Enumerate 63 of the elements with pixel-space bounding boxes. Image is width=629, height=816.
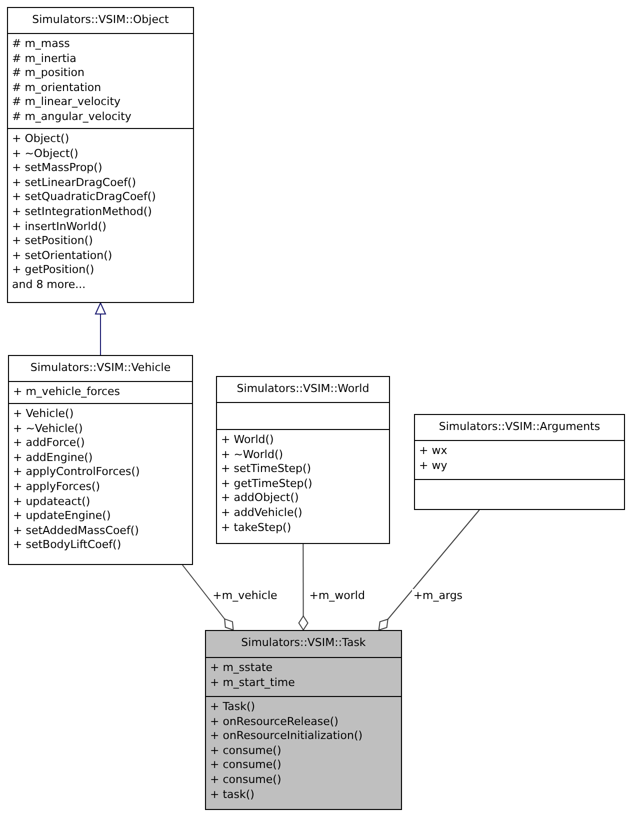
member-text: + Vehicle() (13, 407, 74, 422)
member-text: + setMassProp() (12, 161, 102, 176)
member-text: + applyControlForces() (13, 465, 140, 480)
connector (182, 564, 234, 630)
class-box (205, 630, 402, 810)
member-text: + setAddedMassCoef() (13, 524, 139, 538)
class-name: Simulators::VSIM::World (236, 382, 370, 396)
member-text: + setPosition() (12, 234, 93, 249)
member-text: + m_vehicle_forces (13, 385, 120, 400)
member-text: + onResourceRelease() (210, 714, 338, 730)
member-text: + ~Object() (12, 146, 78, 162)
member-text: + onResourceInitialization() (210, 729, 363, 744)
member-text: + consume() (210, 758, 282, 773)
member-text: + setIntegrationMethod() (12, 204, 152, 220)
member-text: # m_angular_velocity (12, 110, 132, 125)
member-text: and 8 more... (12, 278, 86, 293)
edge-label: +m_vehicle (212, 589, 278, 602)
member-text: + addEngine() (13, 450, 93, 466)
member-text: + task() (210, 788, 254, 802)
member-text: + wy (419, 458, 448, 474)
member-text: + getPosition() (12, 263, 94, 278)
member-text: # m_orientation (12, 80, 102, 96)
class-box (216, 376, 390, 544)
member-text: + Task() (210, 700, 256, 715)
member-text: + insertInWorld() (12, 220, 106, 234)
member-text: # m_inertia (12, 52, 76, 66)
member-text: + consume() (210, 744, 282, 758)
member-text: + getTimeStep() (221, 476, 312, 492)
member-text: + m_sstate (210, 661, 273, 676)
member-text: + addVehicle() (221, 506, 302, 521)
edge-label: +m_args (412, 589, 464, 602)
class-name: Simulators::VSIM::Vehicle (30, 360, 171, 375)
member-text: + ~World() (221, 448, 284, 462)
member-text: + World() (221, 433, 274, 448)
connector (298, 544, 308, 630)
member-text: + applyForces() (13, 480, 100, 495)
member-text: + wx (419, 444, 448, 459)
class-name: Simulators::VSIM::Object (32, 12, 169, 27)
member-text: + setTimeStep() (221, 462, 312, 477)
class-name: Simulators::VSIM::Arguments (438, 420, 600, 434)
edge-label: +m_world (308, 589, 366, 602)
class-name: Simulators::VSIM::Task (241, 636, 366, 650)
member-text: + setOrientation() (12, 248, 112, 264)
class-box (8, 355, 193, 565)
member-text: + updateact() (13, 494, 90, 510)
member-text: + setQuadraticDragCoef() (12, 190, 156, 205)
member-text: # m_linear_velocity (12, 95, 121, 110)
member-text: # m_mass (12, 37, 70, 52)
connector (378, 510, 480, 630)
member-text: + consume() (210, 772, 282, 788)
member-text: + Object() (12, 132, 70, 147)
member-text: + ~Vehicle() (13, 422, 83, 436)
member-text: + m_start_time (210, 676, 295, 690)
member-text: + addObject() (221, 491, 299, 506)
member-text: + setBodyLiftCoef() (13, 538, 122, 553)
member-text: + takeStep() (221, 520, 292, 536)
member-text: + setLinearDragCoef() (12, 176, 136, 190)
connector (95, 302, 106, 356)
member-text: + addForce() (13, 436, 85, 451)
class-box (7, 7, 194, 303)
member-text: # m_position (12, 66, 84, 81)
class-box (414, 414, 625, 510)
member-text: + updateEngine() (13, 509, 111, 524)
